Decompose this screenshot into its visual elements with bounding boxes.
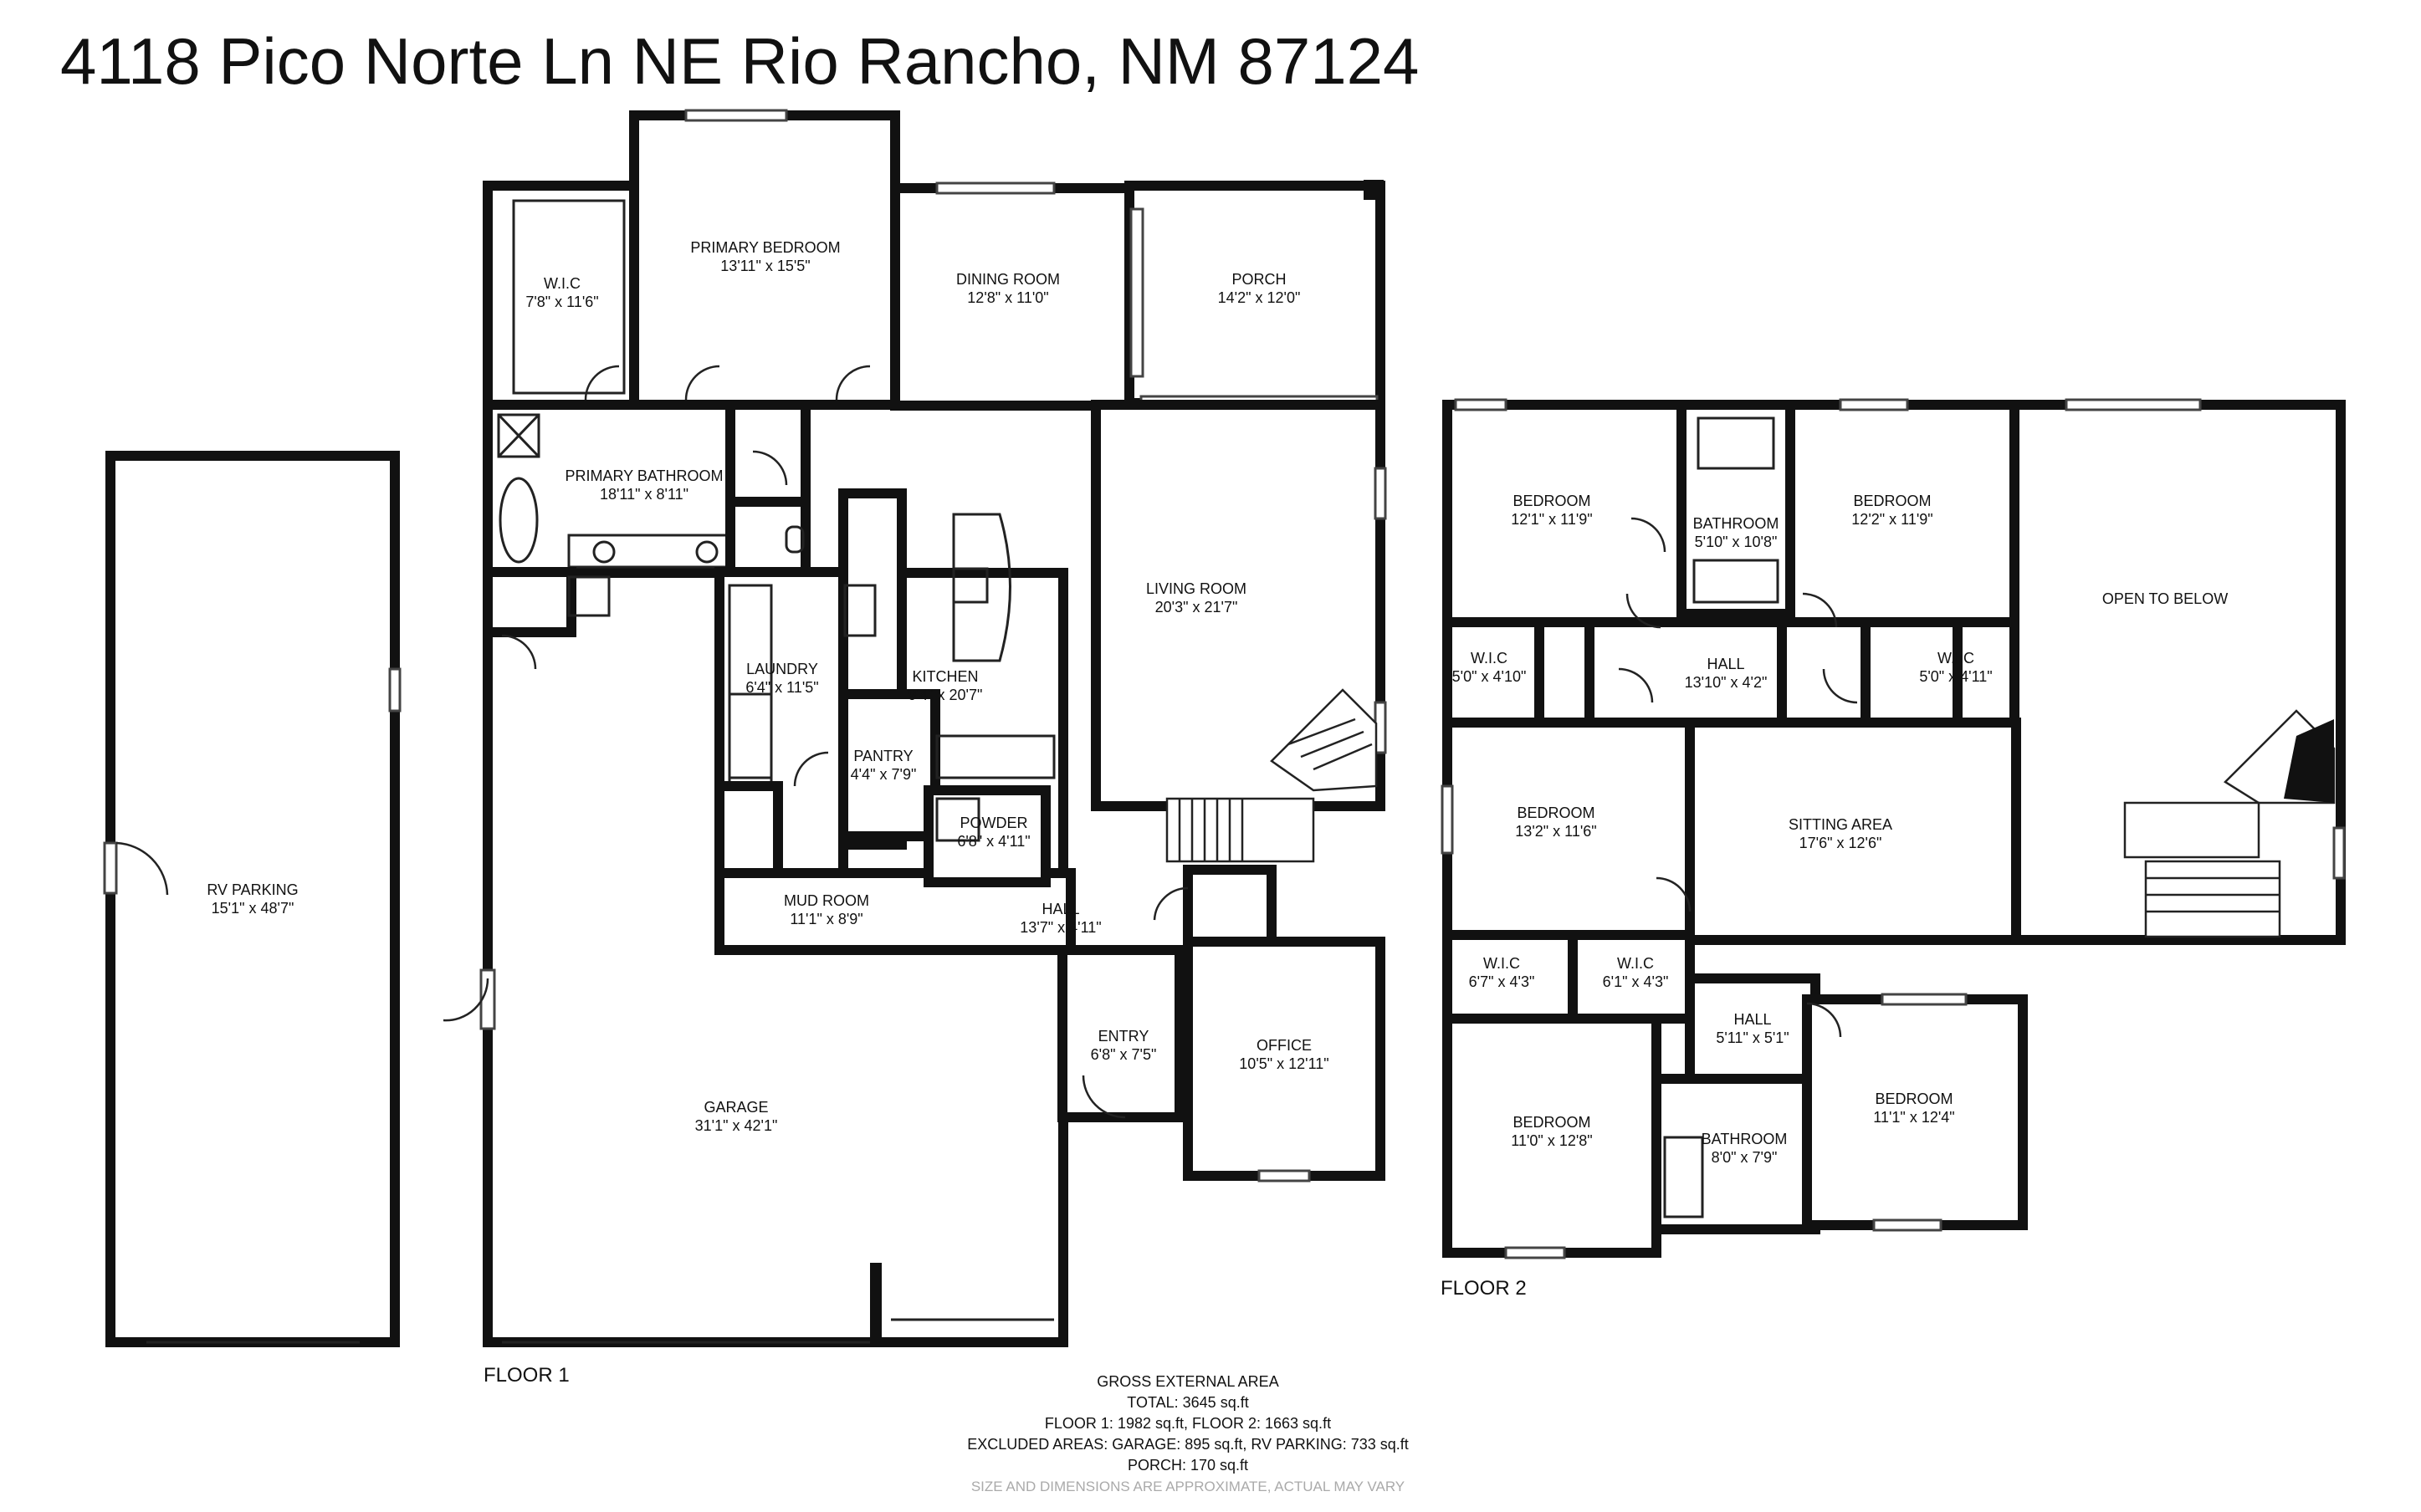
room-dims: 17'6" x 12'6" [1799,835,1882,851]
room-dims: 15'1" x 48'7" [212,900,294,917]
room-name: W.I.C [1617,955,1654,972]
room-dims: 11'1" x 8'9" [790,911,862,927]
room-name: BEDROOM [1853,493,1931,509]
room-name: GARAGE [704,1099,768,1116]
room-name: BEDROOM [1512,493,1590,509]
room-name: PANTRY [853,748,913,764]
area-excluded: EXCLUDED AREAS: GARAGE: 895 sq.ft, RV PA… [967,1436,1409,1453]
room-name: BEDROOM [1512,1114,1590,1131]
room-name: PRIMARY BEDROOM [690,239,840,256]
room-dims: 13'7" x 4'11" [1020,919,1101,936]
room-name: W.I.C [1937,650,1974,667]
area-total: TOTAL: 3645 sq.ft [1127,1394,1249,1411]
area-disclaimer: SIZE AND DIMENSIONS ARE APPROXIMATE, ACT… [970,1479,1405,1494]
room-name: LIVING ROOM [1146,580,1246,597]
room-name: BATHROOM [1693,515,1779,532]
room-dims: 14'2" x 12'0" [1218,289,1301,306]
room-name: POWDER [960,815,1028,831]
room-dims: 13'10" x 4'2" [1685,674,1768,691]
room-name: ENTRY [1098,1028,1149,1045]
room-dims: 13'11" x 15'5" [720,258,810,274]
room-dims: 6'8" x 7'5" [1091,1046,1157,1063]
room-dims: 20'3" x 21'7" [1155,599,1238,616]
room-dims: 5'11" x 5'1" [1716,1029,1789,1046]
room-name: KITCHEN [912,668,978,685]
room-name: SITTING AREA [1789,816,1892,833]
room-name: W.I.C [1471,650,1507,667]
room-name: RV PARKING [207,881,298,898]
room-name: PORCH [1231,271,1286,288]
room-dims: 6'4" x 11'5" [745,679,818,696]
room-dims: 6'7" x 4'3" [1469,973,1535,990]
floor1-structure [443,109,1387,1347]
room-name: HALL [1707,656,1744,672]
floor2-label: FLOOR 2 [1441,1277,1527,1300]
room-dims: 5'10" x 10'8" [1695,534,1778,550]
room-dims: 12'8" x 11'0" [967,289,1048,306]
room-dims: 6'8" x 4'11" [957,833,1030,850]
room-dims: 18'11" x 8'11" [600,486,688,503]
room-name: BATHROOM [1702,1131,1788,1147]
room-name: HALL [1733,1011,1771,1028]
room-name: W.I.C [544,275,581,292]
room-dims: 7'8" x 11'6" [525,294,598,310]
room-dims: 9'4" x 20'7" [909,687,983,703]
room-labels: RV PARKING 15'1" x 48'7" W.I.C 7'8" x 11… [207,239,2228,1166]
floor2-structure [1441,398,2346,1259]
rv-parking-structure [103,451,402,1347]
room-dims: 13'2" x 11'6" [1515,823,1596,840]
room-name: DINING ROOM [956,271,1060,288]
room-dims: 11'1" x 12'4" [1873,1109,1954,1126]
room-name: MUD ROOM [784,892,869,909]
room-dims: 12'1" x 11'9" [1511,511,1592,528]
room-dims: 4'4" x 7'9" [851,766,917,783]
room-name: BEDROOM [1517,805,1594,821]
room-dims: 5'0" x 4'10" [1452,668,1527,685]
room-name: LAUNDRY [746,661,818,677]
room-dims: 11'0" x 12'8" [1511,1132,1592,1149]
room-name: HALL [1042,901,1079,917]
room-dims: 8'0" x 7'9" [1712,1149,1778,1166]
floor1-label: FLOOR 1 [484,1364,570,1387]
room-name: BEDROOM [1875,1091,1953,1107]
room-name: PRIMARY BATHROOM [565,467,723,484]
room-dims: 10'5" x 12'11" [1239,1055,1328,1072]
room-name: OPEN TO BELOW [2102,590,2228,607]
page-title: 4118 Pico Norte Ln NE Rio Rancho, NM 871… [60,24,1420,98]
area-summary: GROSS EXTERNAL AREA TOTAL: 3645 sq.ft FL… [954,1372,1422,1497]
room-dims: 6'1" x 4'3" [1603,973,1669,990]
room-name: W.I.C [1483,955,1520,972]
area-floors: FLOOR 1: 1982 sq.ft, FLOOR 2: 1663 sq.ft [1044,1415,1332,1432]
room-dims: 12'2" x 11'9" [1851,511,1932,528]
room-dims: 31'1" x 42'1" [695,1117,778,1134]
area-porch: PORCH: 170 sq.ft [1127,1457,1249,1474]
area-heading: GROSS EXTERNAL AREA [1097,1373,1279,1390]
room-name: OFFICE [1257,1037,1312,1054]
room-dims: 5'0" x 4'11" [1919,668,1992,685]
